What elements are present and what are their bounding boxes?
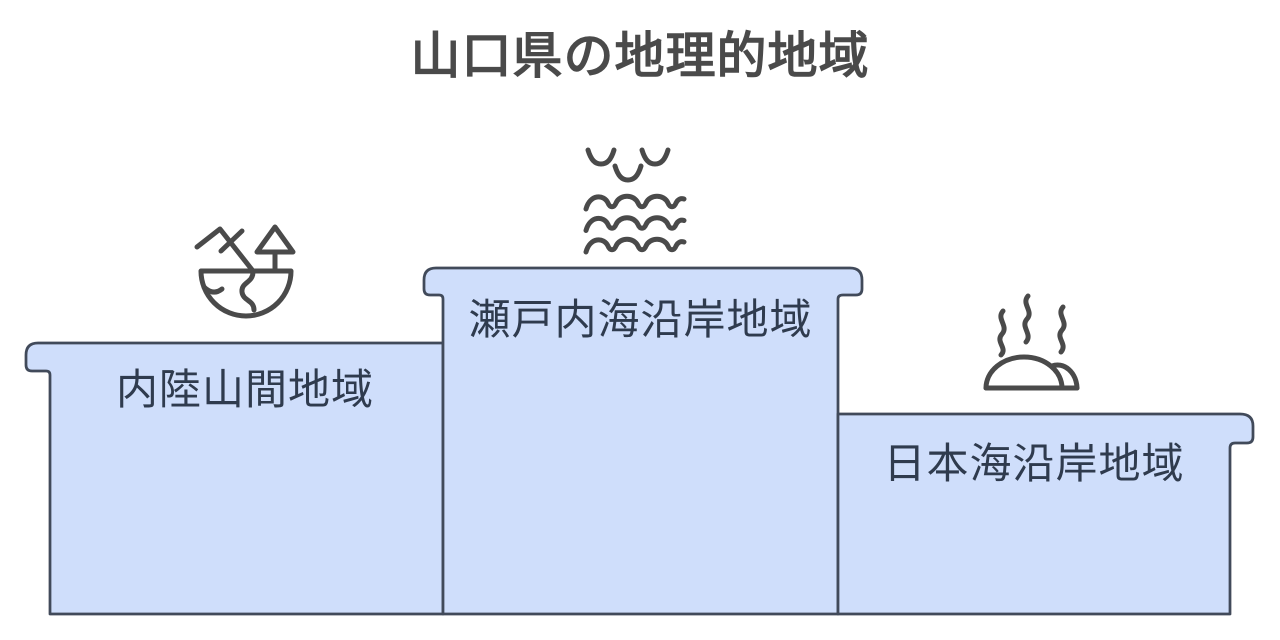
globe-mountain-tree-icon bbox=[194, 224, 296, 319]
region-label-japan: 日本海沿岸地域 bbox=[883, 440, 1185, 487]
page-title: 山口県の地理的地域 bbox=[410, 28, 870, 84]
sea-waves-birds-icon bbox=[583, 147, 687, 252]
hot-spring-icon bbox=[983, 293, 1080, 391]
region-label-seto: 瀬戸内海沿岸地域 bbox=[468, 296, 813, 343]
region-block-japan-shape bbox=[836, 412, 1255, 616]
region-block-inland-shape bbox=[24, 341, 445, 616]
region-block-seto-shape bbox=[422, 266, 864, 616]
region-label-inland: 内陸山間地域 bbox=[115, 366, 374, 413]
